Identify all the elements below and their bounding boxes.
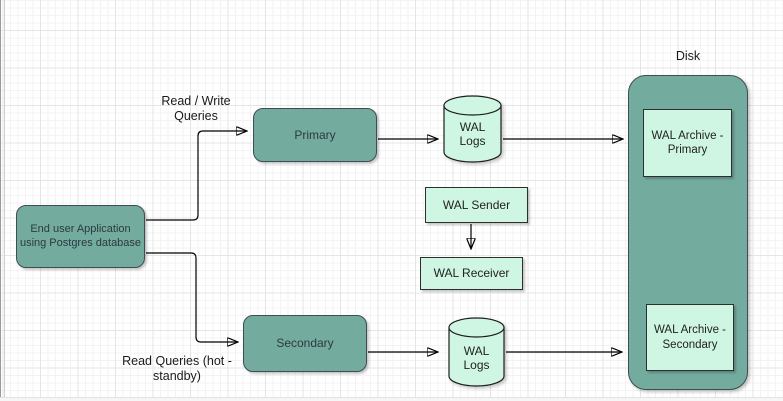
secondary-node[interactable]: Secondary	[243, 315, 367, 372]
wal-archive-secondary-node[interactable]: WAL Archive - Secondary	[646, 304, 734, 371]
disk-container[interactable]: WAL Archive - Primary WAL Archive - Seco…	[628, 75, 748, 390]
wal-logs-top-label: WAL Logs	[459, 120, 486, 149]
wal-receiver-node[interactable]: WAL Receiver	[420, 257, 523, 290]
read-queries-hot-standby-label: Read Queries (hot - standby)	[122, 354, 232, 383]
canvas-left-edge	[0, 0, 1, 401]
horizontal-scrollbar-track[interactable]	[0, 397, 783, 401]
wal-logs-bottom-cylinder[interactable]: WAL Logs	[448, 317, 505, 387]
primary-node[interactable]: Primary	[253, 108, 377, 162]
wal-archive-primary-node[interactable]: WAL Archive - Primary	[643, 109, 732, 177]
end-user-application-node[interactable]: End user Application using Postgres data…	[16, 205, 145, 268]
disk-label: Disk	[675, 49, 701, 63]
read-write-queries-label: Read / Write Queries	[161, 94, 231, 123]
wal-sender-node[interactable]: WAL Sender	[425, 187, 528, 223]
canvas-left-inner-edge	[4, 0, 5, 401]
cylinder-shape-icon	[448, 317, 505, 387]
wal-logs-top-cylinder[interactable]: WAL Logs	[443, 95, 502, 163]
connector-enduser-primary[interactable]	[146, 131, 246, 221]
connector-enduser-secondary[interactable]	[146, 252, 237, 342]
wal-logs-bottom-label: WAL Logs	[463, 344, 490, 373]
cylinder-shape-icon	[443, 95, 502, 163]
